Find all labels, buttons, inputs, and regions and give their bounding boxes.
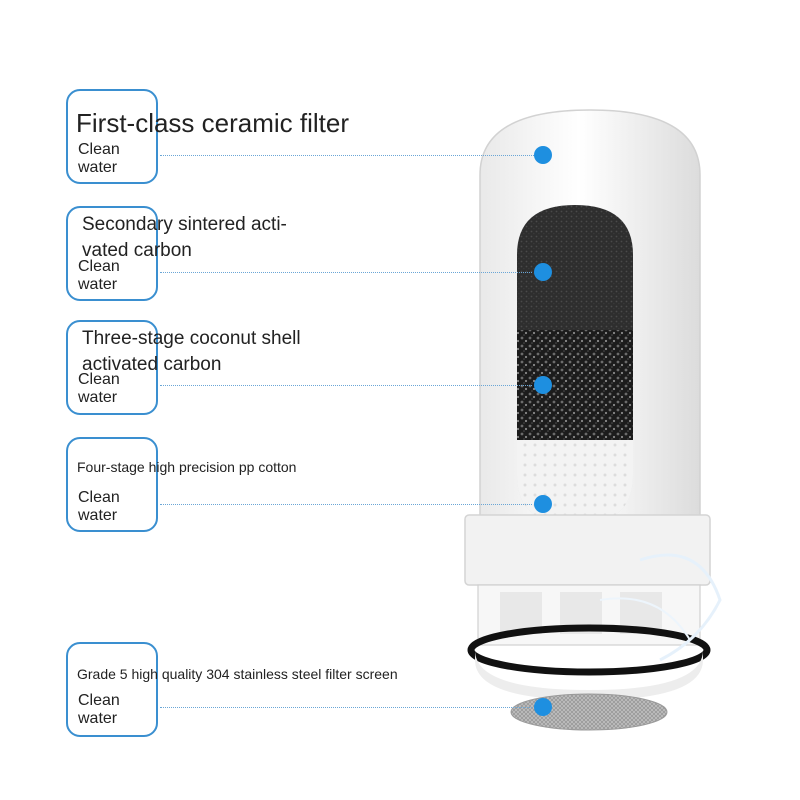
layer-1-marker <box>534 146 552 164</box>
layer-1-caption: Clean water <box>78 141 120 176</box>
leader-line-2 <box>160 272 532 273</box>
leader-line-1 <box>160 155 542 156</box>
layer-3-title: Three-stage coconut shell activated carb… <box>82 328 301 375</box>
label-frame-4 <box>66 437 158 532</box>
layer-2-title: Secondary sintered acti- vated carbon <box>82 214 287 261</box>
layer-4-title: Four-stage high precision pp cotton <box>77 459 297 475</box>
layer-2-marker <box>534 263 552 281</box>
label-frame-1 <box>66 89 158 184</box>
label-frame-2 <box>66 206 158 301</box>
layer-1-title: First-class ceramic filter <box>76 108 350 138</box>
layer-4-marker <box>534 495 552 513</box>
leader-line-4 <box>160 504 532 505</box>
layer-5-caption: Clean water <box>78 692 120 727</box>
layer-5-title: Grade 5 high quality 304 stainless steel… <box>77 666 398 682</box>
layer-3-caption: Clean water <box>78 371 120 406</box>
layer-3-marker <box>534 376 552 394</box>
layer-5-marker <box>534 698 552 716</box>
label-frame-3 <box>66 320 158 415</box>
leader-line-3 <box>160 385 532 386</box>
layer-2-caption: Clean water <box>78 258 120 293</box>
label-frame-5 <box>66 642 158 737</box>
leader-line-5 <box>160 707 532 708</box>
layer-4-caption: Clean water <box>78 489 120 524</box>
